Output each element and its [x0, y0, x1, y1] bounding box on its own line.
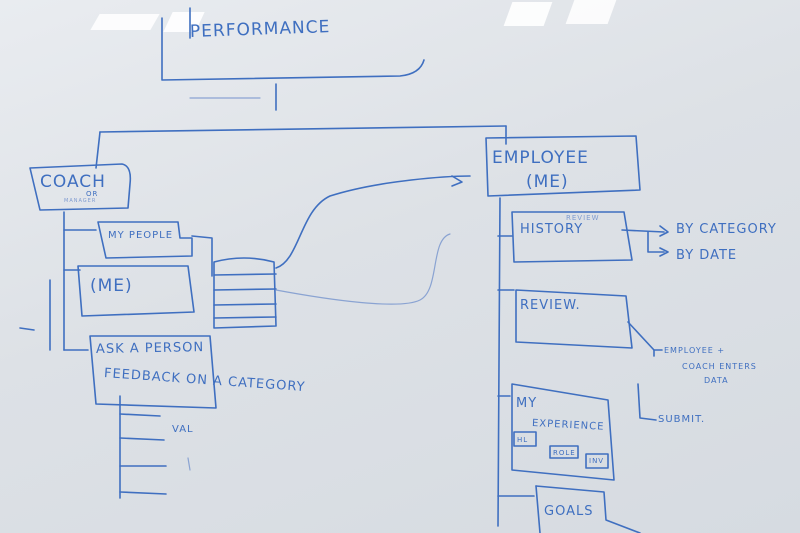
my-people-label: MY PEOPLE [108, 230, 174, 241]
exp-tag-1: HL [517, 436, 529, 444]
employee-coach-line3: DATA [704, 376, 729, 385]
employee-label-line1: EMPLOYEE [492, 148, 589, 168]
connector-curve-upper [275, 175, 471, 269]
ask-feedback-line1: ASK A PERSON [95, 340, 205, 357]
exp-tag-3-box [585, 453, 609, 469]
my-people-box [97, 221, 193, 259]
exp-tag-1-box [513, 431, 537, 447]
me-left-label: (ME) [90, 276, 133, 296]
review-label: REVIEW. [520, 298, 581, 313]
by-category-label: BY CATEGORY [676, 222, 777, 237]
ask-feedback-box [89, 335, 217, 409]
database-cylinder [213, 257, 277, 329]
goals-label: GOALS [544, 504, 594, 519]
employee-coach-line2: COACH ENTERS [682, 362, 757, 371]
performance-box [161, 17, 425, 81]
employee-spine [497, 197, 501, 527]
exp-tag-2: ROLE [553, 449, 576, 457]
submit-label: SUBMIT. [658, 414, 706, 425]
main-branch-line [99, 125, 507, 133]
value-label: VAL [172, 424, 194, 435]
exp-tag-3: INV [589, 457, 605, 465]
coach-manager-label: MANAGER [64, 198, 97, 204]
coach-or-label: OR [86, 190, 99, 198]
connector-curve-lower [275, 233, 451, 305]
history-label: HISTORY [520, 222, 584, 237]
my-experience-line1: MY [516, 396, 538, 411]
employee-box [485, 135, 641, 197]
goals-box [535, 485, 641, 533]
coach-label: COACH [40, 172, 106, 192]
exp-tag-2-box [549, 445, 579, 459]
history-note: REVIEW [566, 214, 600, 222]
me-left-box [77, 265, 195, 317]
history-box [511, 211, 633, 263]
employee-label-line2: (ME) [526, 172, 569, 192]
by-date-label: BY DATE [676, 248, 738, 263]
review-box [515, 289, 633, 349]
coach-box [29, 163, 132, 211]
employee-coach-line1: EMPLOYEE + [664, 346, 726, 355]
my-experience-box [511, 383, 615, 481]
